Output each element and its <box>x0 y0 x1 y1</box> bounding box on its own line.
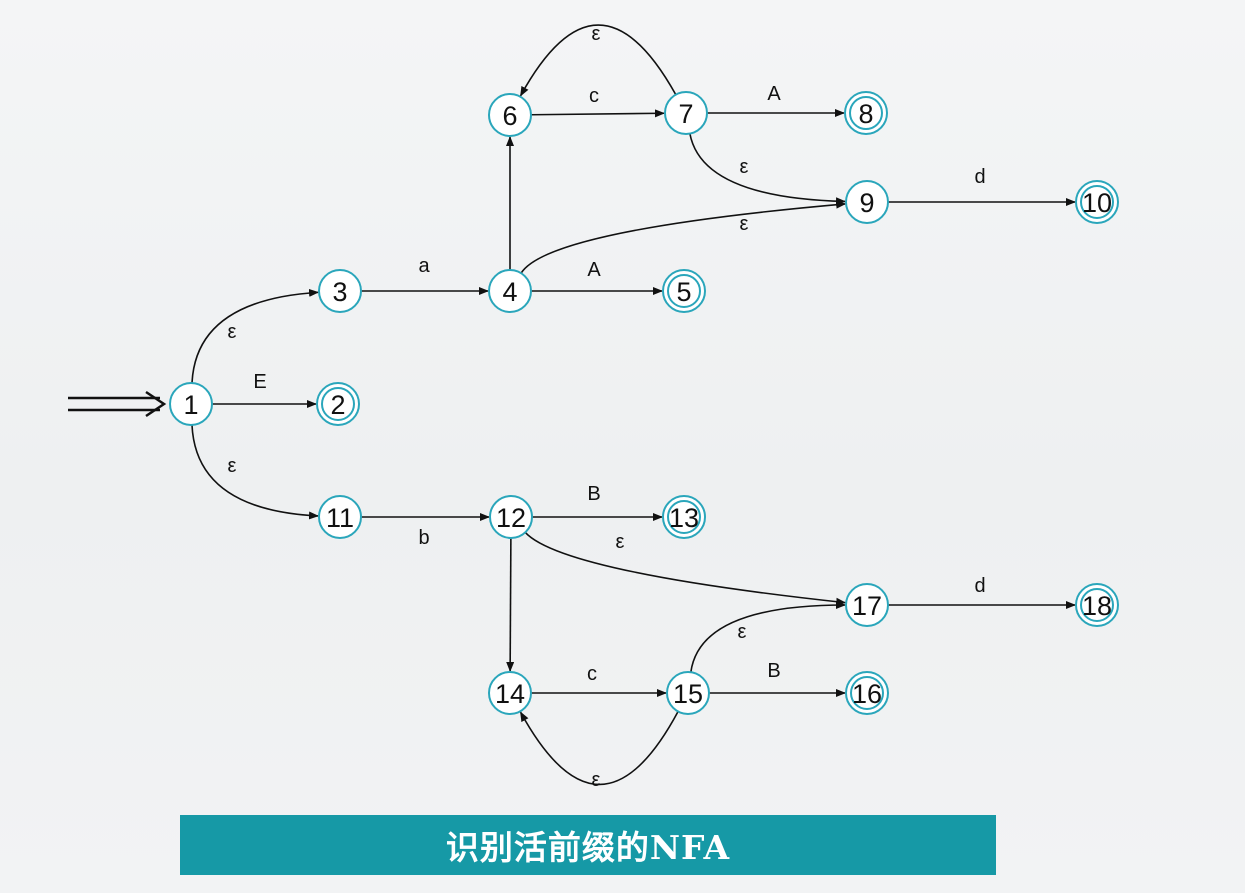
transition-label-4-9: ε <box>740 213 749 235</box>
state-label-4: 4 <box>502 277 517 307</box>
diagram-caption: 识别活前缀的NFA <box>445 828 731 867</box>
state-1: 1 <box>169 382 213 426</box>
state-17: 17 <box>845 583 889 627</box>
transition-label-6-7: c <box>589 85 599 107</box>
transition-label-17-18: d <box>974 575 985 597</box>
state-label-3: 3 <box>332 277 347 307</box>
state-12: 12 <box>489 495 533 539</box>
transition-edge-1-3 <box>191 288 320 384</box>
state-3: 3 <box>318 269 362 313</box>
state-6: 6 <box>488 93 532 137</box>
state-14: 14 <box>488 671 532 715</box>
transition-label-14-15: c <box>587 663 597 685</box>
state-label-8: 8 <box>858 99 873 129</box>
state-label-17: 17 <box>852 591 882 621</box>
state-5: 5 <box>662 269 706 313</box>
transition-label-4-5: A <box>587 259 601 281</box>
transition-label-1-11: ε <box>228 455 237 477</box>
state-11: 11 <box>318 495 362 539</box>
state-16: 16 <box>845 671 889 715</box>
state-label-6: 6 <box>502 101 517 131</box>
transition-edge-6-7 <box>530 109 666 118</box>
state-label-10: 10 <box>1082 188 1112 218</box>
state-label-16: 16 <box>852 679 882 709</box>
transition-label-1-3: ε <box>228 321 237 343</box>
state-4: 4 <box>488 269 532 313</box>
state-label-18: 18 <box>1082 591 1112 621</box>
transition-label-12-13: B <box>587 483 600 505</box>
state-9: 9 <box>845 180 889 224</box>
transition-edge-12-17 <box>524 531 847 606</box>
state-8: 8 <box>844 91 888 135</box>
state-label-7: 7 <box>678 99 693 129</box>
transition-label-1-2: E <box>253 371 266 393</box>
state-label-12: 12 <box>496 503 526 533</box>
state-15: 15 <box>666 671 710 715</box>
state-label-9: 9 <box>859 188 874 218</box>
state-7: 7 <box>664 91 708 135</box>
start-arrow-icon <box>68 390 167 418</box>
transition-label-11-12: b <box>418 527 429 549</box>
state-18: 18 <box>1075 583 1119 627</box>
transition-edge-7-9 <box>689 133 847 206</box>
state-label-15: 15 <box>673 679 703 709</box>
state-label-5: 5 <box>676 277 691 307</box>
state-label-13: 13 <box>669 503 699 533</box>
transition-label-3-4: a <box>418 255 430 277</box>
state-10: 10 <box>1075 180 1119 224</box>
transition-edge-15-14 <box>519 711 679 786</box>
transition-label-15-14: ε <box>592 769 601 791</box>
state-label-11: 11 <box>326 503 354 533</box>
transition-edge-4-9 <box>520 200 847 274</box>
state-label-1: 1 <box>183 390 198 420</box>
state-13: 13 <box>662 495 706 539</box>
transition-edge-15-17 <box>690 601 846 673</box>
state-2: 2 <box>316 382 360 426</box>
transition-label-12-17: ε <box>616 531 625 553</box>
transition-label-15-16: B <box>767 660 780 682</box>
transition-label-7-9: ε <box>740 156 749 178</box>
transition-edge-12-14 <box>506 537 515 672</box>
state-label-14: 14 <box>495 679 525 709</box>
transition-edge-7-6 <box>519 24 677 97</box>
transition-label-7-8: A <box>767 83 781 105</box>
state-label-2: 2 <box>330 390 345 420</box>
transition-label-7-6: ε <box>592 23 601 45</box>
transition-label-15-17: ε <box>738 621 747 643</box>
transition-label-9-10: d <box>974 166 985 188</box>
transition-edge-1-11 <box>191 424 320 520</box>
caption-bar: 识别活前缀的NFA <box>180 815 996 875</box>
